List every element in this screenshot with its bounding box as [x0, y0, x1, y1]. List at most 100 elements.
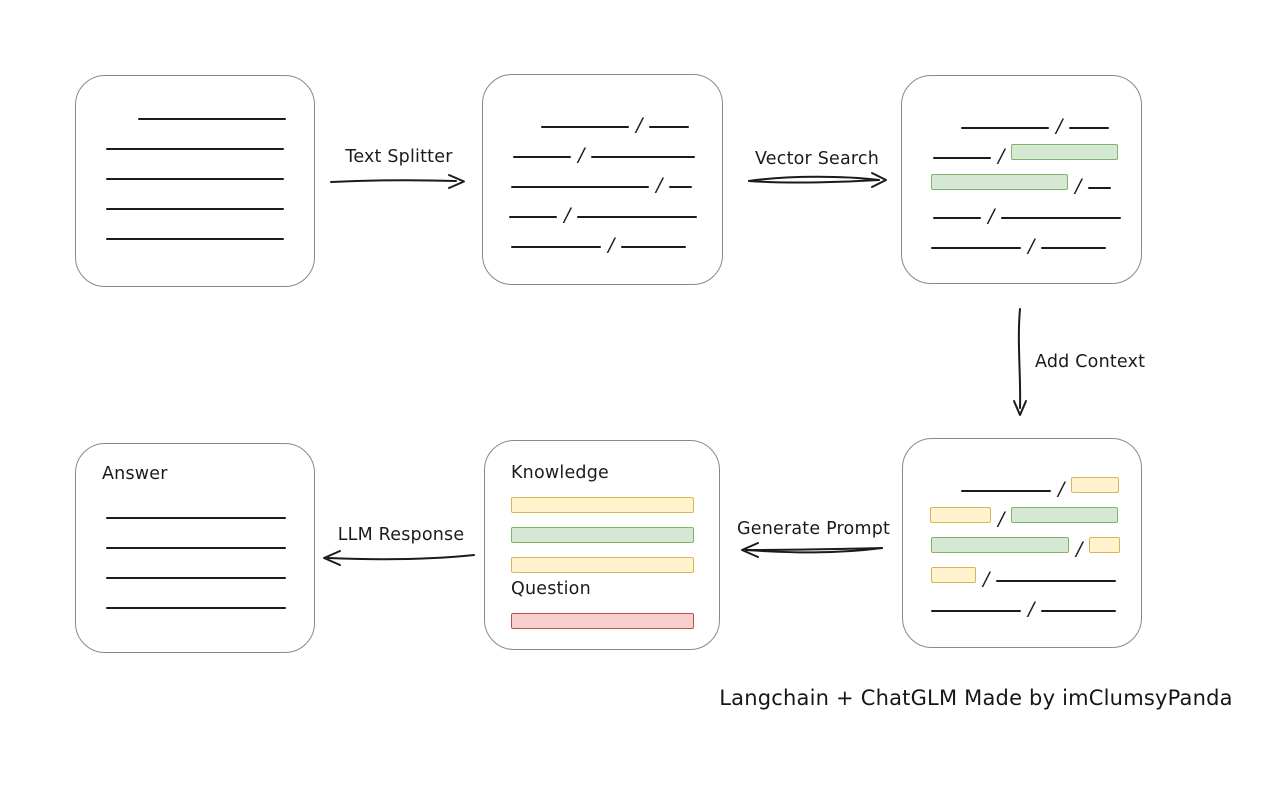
slash-glyph: /: [1028, 235, 1035, 257]
green-chunk-bar: [931, 537, 1069, 553]
text-line: [1088, 187, 1112, 189]
text-line: [1069, 127, 1110, 129]
text-line: [931, 247, 1021, 249]
text-line: [509, 216, 557, 218]
green-chunk-bar: [1011, 507, 1119, 523]
text-line: [1041, 247, 1107, 249]
slash-glyph: /: [998, 508, 1005, 530]
generate-prompt-label: Generate Prompt: [737, 519, 891, 539]
slash-glyph: /: [1028, 598, 1035, 620]
chunk-row: /: [509, 219, 722, 255]
arrow-head: [741, 542, 759, 558]
chunk-row: [102, 121, 314, 151]
slash-glyph: /: [608, 234, 615, 256]
slash-glyph: /: [578, 144, 585, 166]
text-line: [511, 246, 601, 248]
right-arrow-icon: [748, 172, 887, 188]
text-splitter-label: Text Splitter: [345, 147, 453, 167]
left-arrow-icon: [323, 550, 475, 566]
arrow-head: [323, 550, 341, 566]
arrow-head: [448, 174, 465, 189]
answer-lines: [102, 490, 314, 610]
add-context-label: Add Context: [1035, 352, 1146, 372]
chunk-row: /: [929, 553, 1141, 589]
question-label: Question: [511, 579, 591, 599]
knowledge-bars: [511, 483, 719, 573]
answer-box: Answer: [75, 443, 315, 653]
text-line: [106, 517, 286, 519]
slash-glyph: /: [998, 145, 1005, 167]
slash-glyph: /: [564, 204, 571, 226]
vector-search-label: Vector Search: [754, 149, 880, 169]
chunk-row: /: [929, 523, 1141, 559]
chunk-row: [102, 550, 314, 580]
arrow-shaft: [748, 179, 880, 184]
right-arrow-icon: [330, 174, 465, 189]
green-chunk-bar: [511, 527, 694, 543]
chunk-row: [102, 91, 314, 121]
chunk-row: [102, 211, 314, 241]
text-line: [961, 490, 1051, 492]
chunk-row: [511, 513, 719, 543]
text-line: [511, 186, 649, 188]
slash-glyph: /: [988, 205, 995, 227]
chunk-row: /: [928, 100, 1141, 136]
diagram-caption: Langchain + ChatGLM Made by imClumsyPand…: [719, 686, 1233, 710]
text-line: [138, 118, 286, 120]
yellow-chunk-bar: [511, 557, 694, 573]
chunk-row: /: [928, 160, 1141, 196]
slash-glyph: /: [983, 568, 990, 590]
answer-label: Answer: [102, 464, 168, 484]
chunk-row: /: [928, 190, 1141, 226]
chunk-row: /: [509, 159, 722, 195]
text-line: [513, 156, 571, 158]
source-document-box: [75, 75, 315, 287]
knowledge-label: Knowledge: [511, 463, 609, 483]
arrow-shaft: [1017, 308, 1022, 409]
arrow-shaft: [330, 179, 457, 183]
arrow-head: [871, 172, 887, 188]
chunk-row: [511, 543, 719, 573]
slash-glyph: /: [636, 114, 643, 136]
text-line: [106, 238, 284, 240]
chunk-row: /: [509, 189, 722, 225]
chunk-row: [511, 599, 719, 629]
arrow-shaft: [745, 547, 883, 551]
question-bars: [511, 599, 719, 629]
chunk-row: [511, 483, 719, 513]
chunk-row: /: [509, 129, 722, 165]
yellow-chunk-bar: [1089, 537, 1121, 553]
text-line: [106, 607, 286, 609]
text-line: [933, 217, 981, 219]
slash-glyph: /: [656, 174, 663, 196]
chunk-row: /: [928, 130, 1141, 166]
text-line: [931, 610, 1021, 612]
arrow-shaft: [748, 175, 880, 182]
text-line: [541, 126, 629, 128]
slash-glyph: /: [1076, 538, 1083, 560]
prompt-box: Knowledge Question: [484, 440, 720, 650]
arrow-shaft: [327, 554, 475, 561]
red-chunk-bar: [511, 613, 694, 629]
text-line: [591, 156, 696, 158]
llm-response-label: LLM Response: [337, 525, 465, 545]
green-chunk-bar: [931, 174, 1068, 190]
text-line: [621, 246, 687, 248]
text-line: [106, 178, 284, 180]
green-chunk-bar: [1011, 144, 1119, 160]
text-line: [106, 148, 284, 150]
chunk-row: /: [929, 463, 1141, 499]
chunk-row: /: [929, 493, 1141, 529]
slash-glyph: /: [1058, 478, 1065, 500]
chunk-row: [102, 520, 314, 550]
chunk-row: [102, 580, 314, 610]
text-line: [996, 580, 1117, 582]
slash-glyph: /: [1075, 175, 1082, 197]
chunk-row: /: [509, 99, 722, 135]
text-line: [106, 547, 286, 549]
text-line: [106, 208, 284, 210]
yellow-chunk-bar: [930, 507, 991, 523]
chunk-row: [102, 490, 314, 520]
text-line: [669, 186, 693, 188]
